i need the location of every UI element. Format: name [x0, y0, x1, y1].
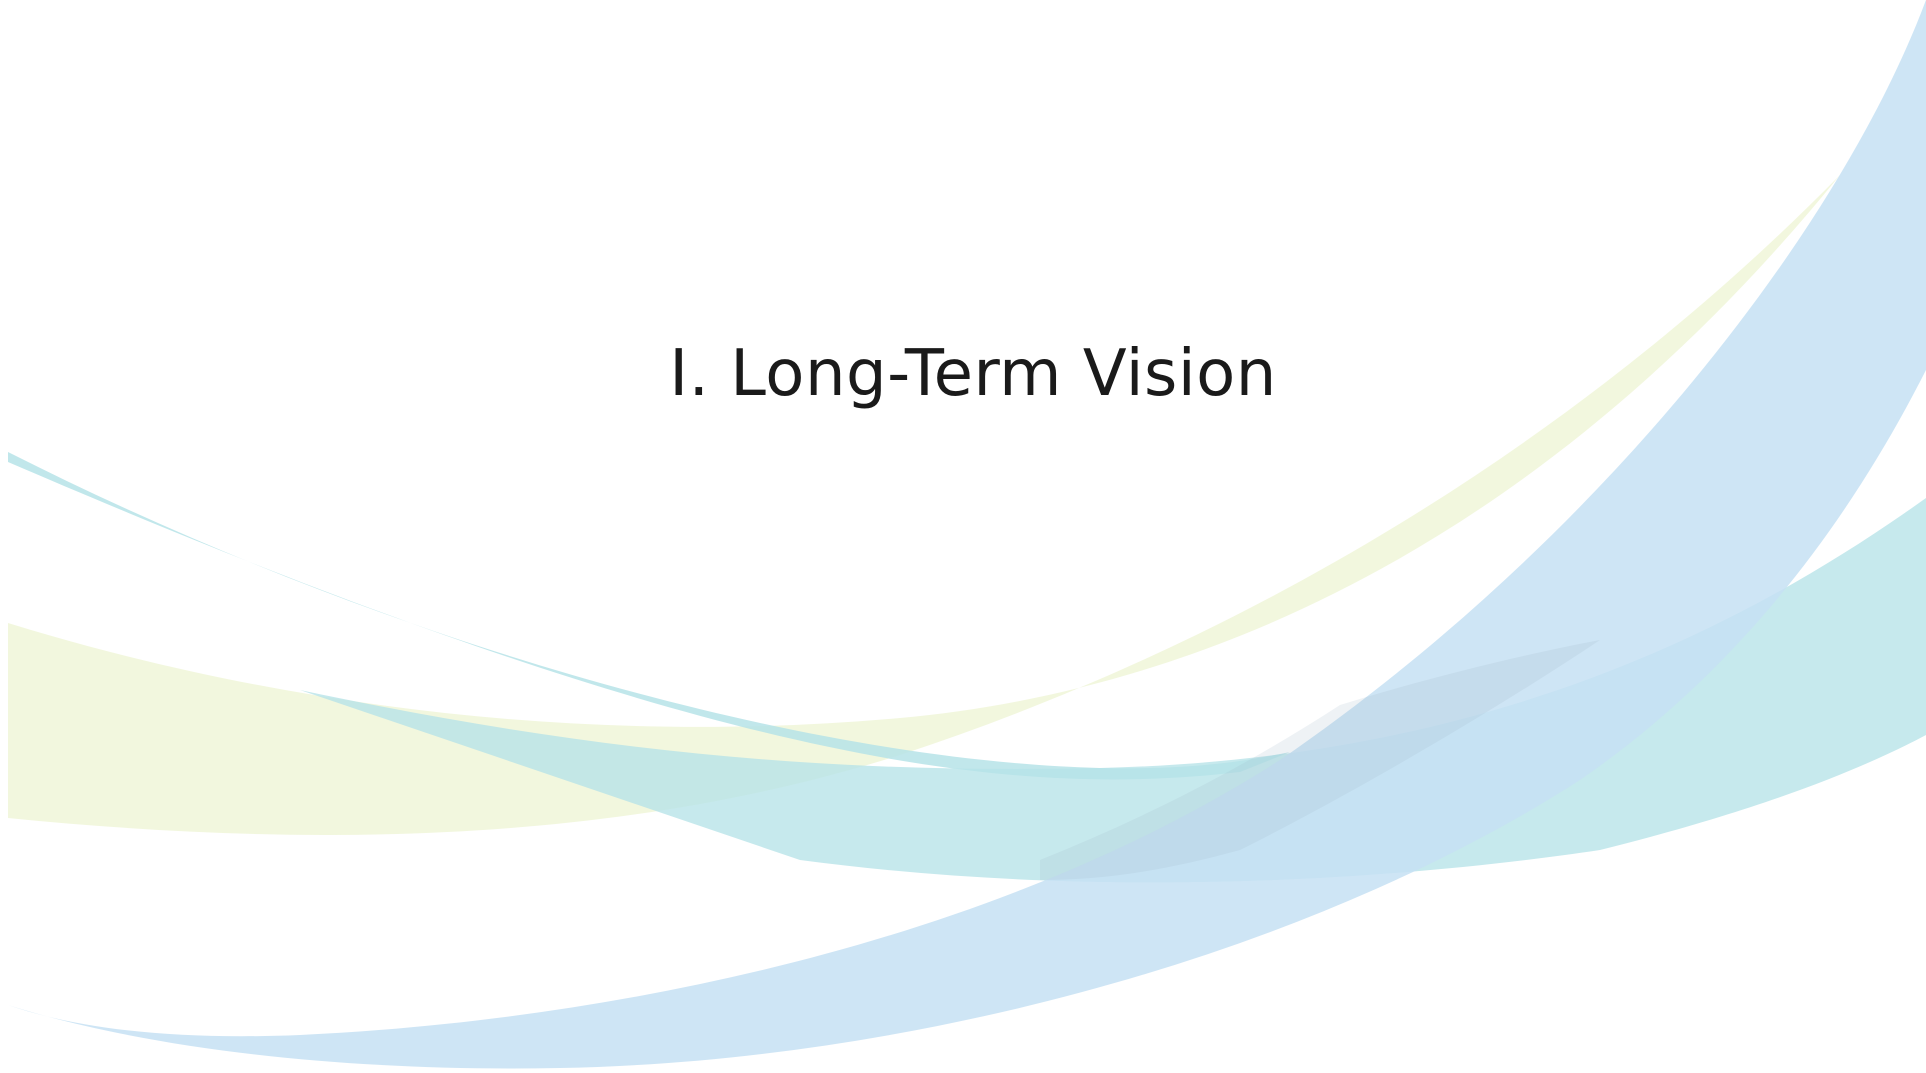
blue-swoosh [8, 0, 1926, 1069]
section-title: Ⅰ. Long-Term Vision [669, 337, 1277, 411]
yellow-swoosh [8, 175, 1840, 835]
overlap-tint [1040, 640, 1600, 880]
